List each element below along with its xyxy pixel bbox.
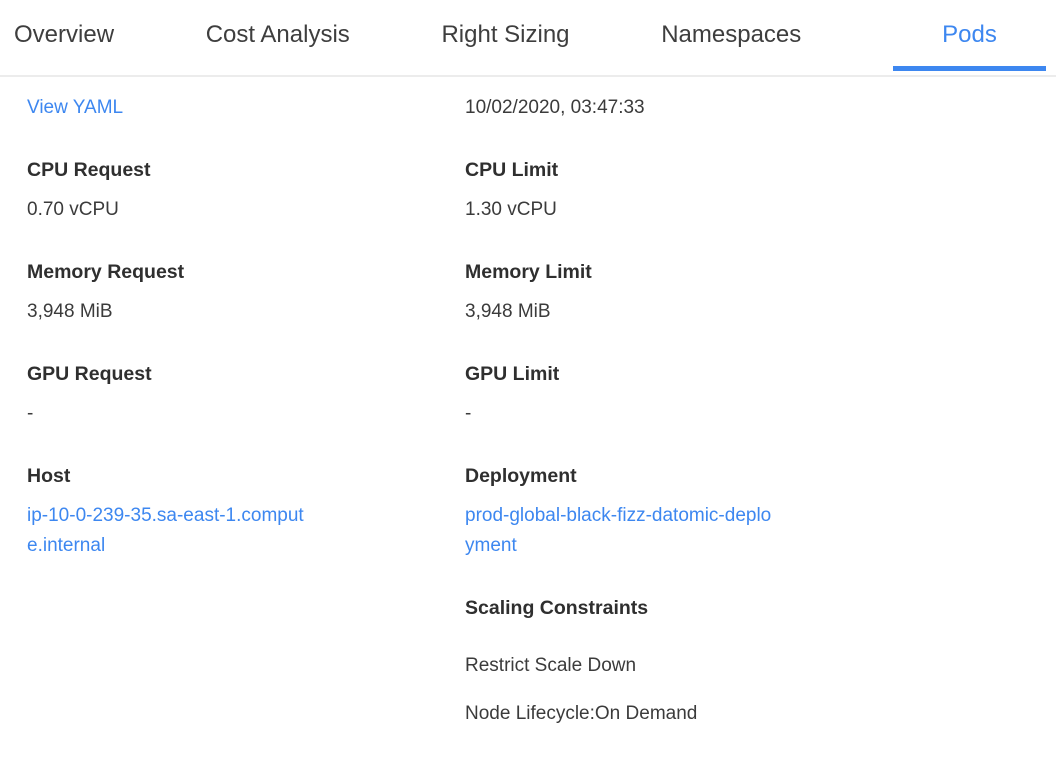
- field-label: Memory Limit: [465, 261, 592, 283]
- field-label: CPU Limit: [465, 159, 559, 181]
- field-label: GPU Request: [27, 363, 152, 385]
- view-yaml-link[interactable]: View YAML: [27, 97, 124, 118]
- tab-cost-analysis[interactable]: Cost Analysis: [205, 21, 350, 48]
- field-memory-request: Memory Request 3,948 MiB: [27, 257, 465, 327]
- field-value: 0.70 vCPU: [27, 199, 119, 220]
- field-cpu-limit: CPU Limit 1.30 vCPU: [465, 155, 1046, 225]
- field-deployment: Deployment prod-global-black-fizz-datomi…: [465, 461, 1046, 561]
- field-label: Memory Request: [27, 261, 185, 283]
- tab-bar: Overview Cost Analysis Right Sizing Name…: [0, 0, 1056, 77]
- tab-overview[interactable]: Overview: [14, 21, 115, 48]
- field-label: CPU Request: [27, 159, 151, 181]
- deployment-link[interactable]: prod-global-black-fizz-datomic-deploymen…: [465, 505, 772, 556]
- tab-pods[interactable]: Pods: [892, 20, 1046, 75]
- field-gpu-request: GPU Request -: [27, 359, 465, 429]
- field-gpu-limit: GPU Limit -: [465, 359, 1046, 429]
- field-label: GPU Limit: [465, 363, 560, 385]
- timestamp: 10/02/2020, 03:47:33: [465, 97, 645, 118]
- field-label: Deployment: [465, 465, 577, 487]
- scaling-constraints-section: Scaling Constraints Restrict Scale Down …: [465, 593, 1046, 729]
- field-value: -: [465, 403, 472, 424]
- details-left-column: View YAML CPU Request 0.70 vCPU Memory R…: [27, 93, 465, 761]
- host-link[interactable]: ip-10-0-239-35.sa-east-1.compute.interna…: [27, 505, 304, 556]
- scaling-constraint-item: Restrict Scale Down: [465, 655, 637, 676]
- details-right-column: 10/02/2020, 03:47:33 CPU Limit 1.30 vCPU…: [465, 93, 1046, 761]
- field-value: 3,948 MiB: [27, 301, 113, 322]
- scaling-constraint-item: Node Lifecycle:On Demand: [465, 703, 698, 724]
- field-value: -: [27, 403, 34, 424]
- tab-right-sizing[interactable]: Right Sizing: [441, 21, 570, 48]
- pod-details-panel: View YAML CPU Request 0.70 vCPU Memory R…: [0, 77, 1056, 761]
- field-memory-limit: Memory Limit 3,948 MiB: [465, 257, 1046, 327]
- field-label: Host: [27, 465, 71, 487]
- scaling-constraints-title: Scaling Constraints: [465, 597, 649, 619]
- field-cpu-request: CPU Request 0.70 vCPU: [27, 155, 465, 225]
- tab-namespaces[interactable]: Namespaces: [661, 21, 802, 48]
- field-host: Host ip-10-0-239-35.sa-east-1.compute.in…: [27, 461, 465, 561]
- field-value: 3,948 MiB: [465, 301, 551, 322]
- field-value: 1.30 vCPU: [465, 199, 557, 220]
